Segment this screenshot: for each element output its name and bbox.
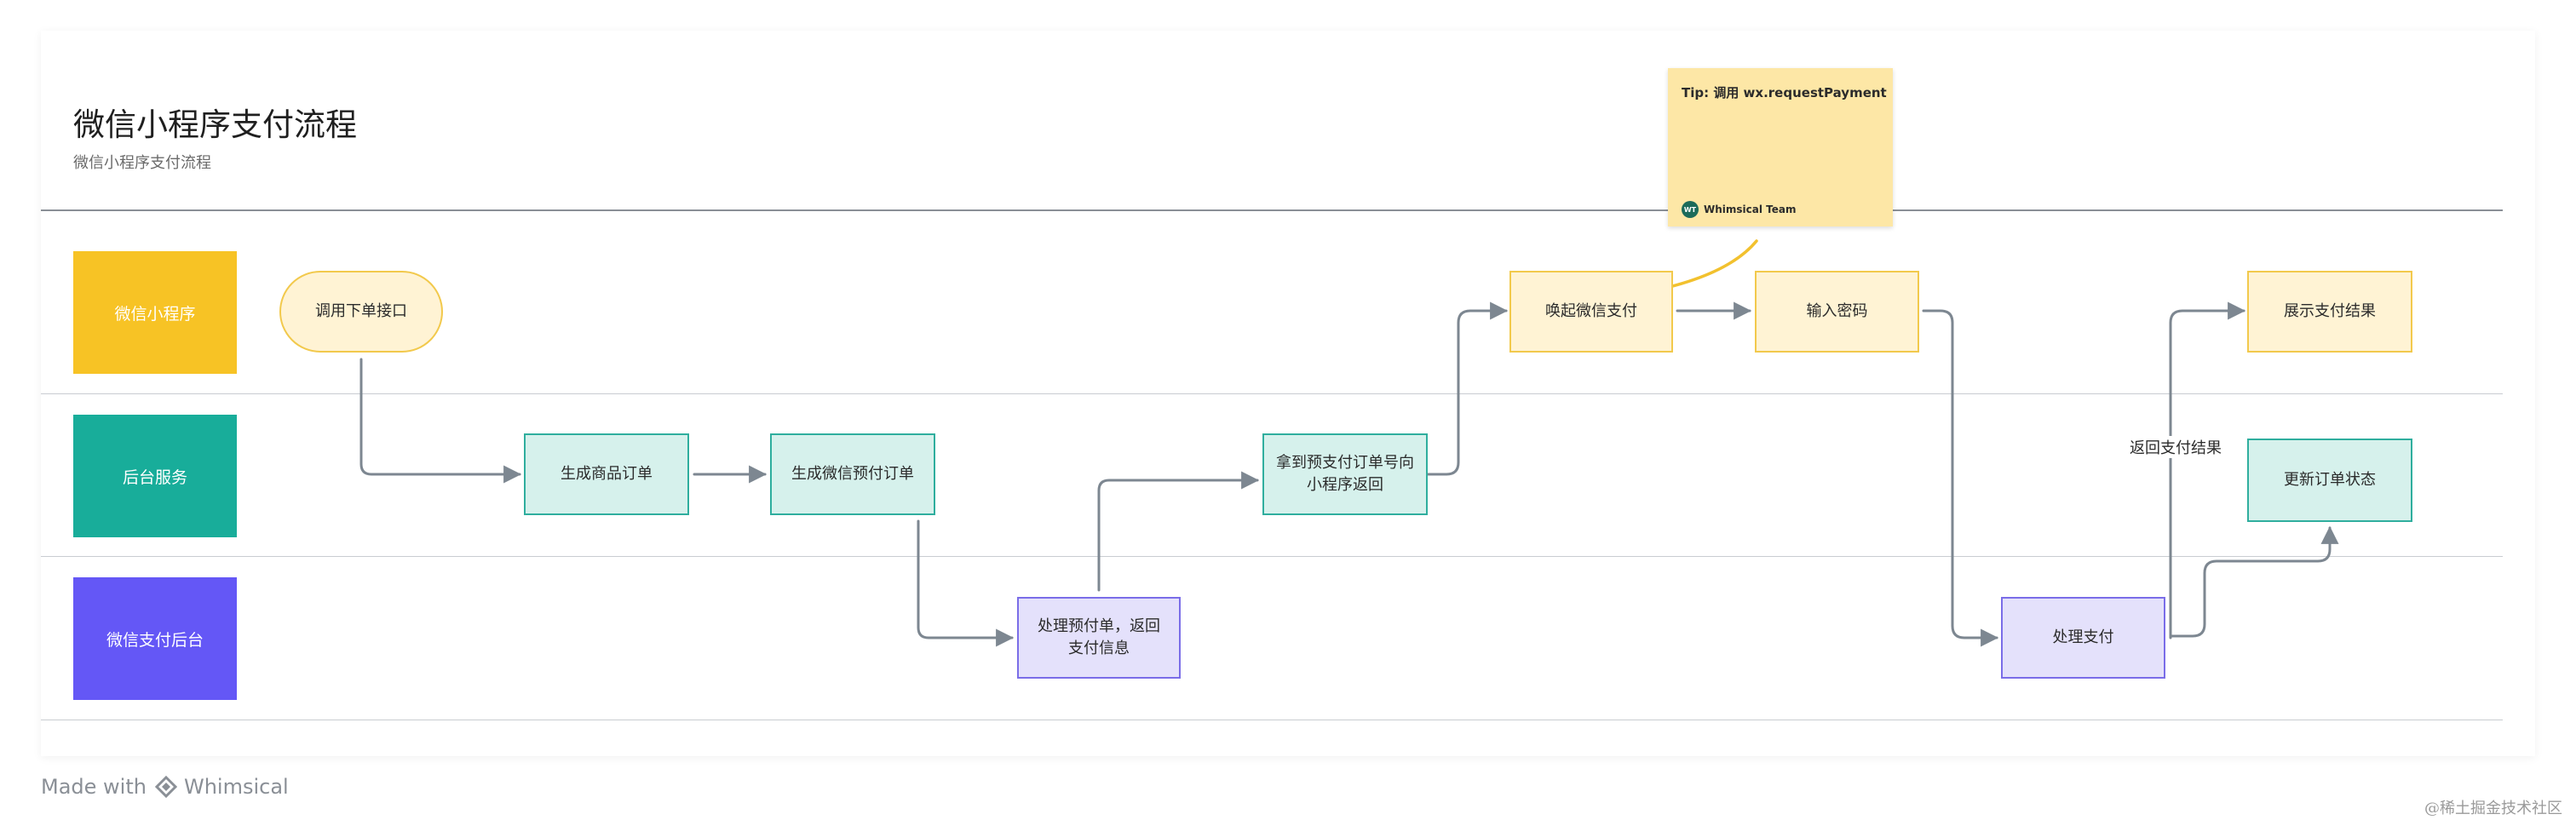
- node-process-prepay[interactable]: 处理预付单，返回支付信息: [1017, 597, 1181, 679]
- node-update-order-status[interactable]: 更新订单状态: [2247, 439, 2412, 522]
- lane-divider-2: [41, 556, 2503, 557]
- note-author-name: Whimsical Team: [1704, 204, 1797, 215]
- edge-prepay-to-process: [917, 519, 1015, 647]
- note-author: WT Whimsical Team: [1682, 201, 1797, 218]
- node-create-goods-order[interactable]: 生成商品订单: [524, 433, 689, 515]
- lane-divider-1: [41, 393, 2503, 394]
- edge-process-pay-to-show-result: [2169, 301, 2246, 639]
- edge-process-to-get-id: [1097, 471, 1260, 592]
- header-divider: [41, 209, 2503, 211]
- made-with-badge[interactable]: Made with Whimsical: [41, 775, 289, 799]
- sticky-note[interactable]: Tip: 调用 wx.requestPayment WT Whimsical T…: [1668, 68, 1893, 227]
- node-get-prepay-id[interactable]: 拿到预支付订单号向小程序返回: [1262, 433, 1428, 515]
- node-show-pay-result[interactable]: 展示支付结果: [2247, 271, 2412, 353]
- edge-get-id-to-invoke: [1426, 301, 1509, 476]
- edge-password-to-process-pay: [1922, 309, 1999, 647]
- edge-call-to-create-goods: [359, 358, 522, 484]
- edge-process-pay-to-update-status: [2169, 525, 2339, 638]
- diagram-subtitle: 微信小程序支付流程: [73, 154, 211, 172]
- node-process-payment[interactable]: 处理支付: [2001, 597, 2165, 679]
- node-invoke-wechat-pay[interactable]: 唤起微信支付: [1509, 271, 1673, 353]
- node-enter-password[interactable]: 输入密码: [1755, 271, 1919, 353]
- node-create-wechat-prepay-order[interactable]: 生成微信预付订单: [770, 433, 935, 515]
- whimsical-logo-icon: [154, 776, 177, 798]
- lane-label-backend-service[interactable]: 后台服务: [73, 415, 237, 537]
- edge-label-return-pay-result[interactable]: 返回支付结果: [2126, 436, 2225, 458]
- watermark: @稀土掘金技术社区: [2424, 800, 2562, 817]
- diagram-title: 微信小程序支付流程: [73, 106, 357, 143]
- lane-label-mini-program[interactable]: 微信小程序: [73, 251, 237, 374]
- lane-label-wechat-pay-backend[interactable]: 微信支付后台: [73, 577, 237, 700]
- author-avatar: WT: [1682, 201, 1699, 218]
- brand-name: Whimsical: [183, 775, 289, 799]
- node-call-order-api[interactable]: 调用下单接口: [279, 271, 443, 353]
- made-with-text: Made with: [41, 775, 147, 799]
- note-text: Tip: 调用 wx.requestPayment: [1682, 85, 1887, 100]
